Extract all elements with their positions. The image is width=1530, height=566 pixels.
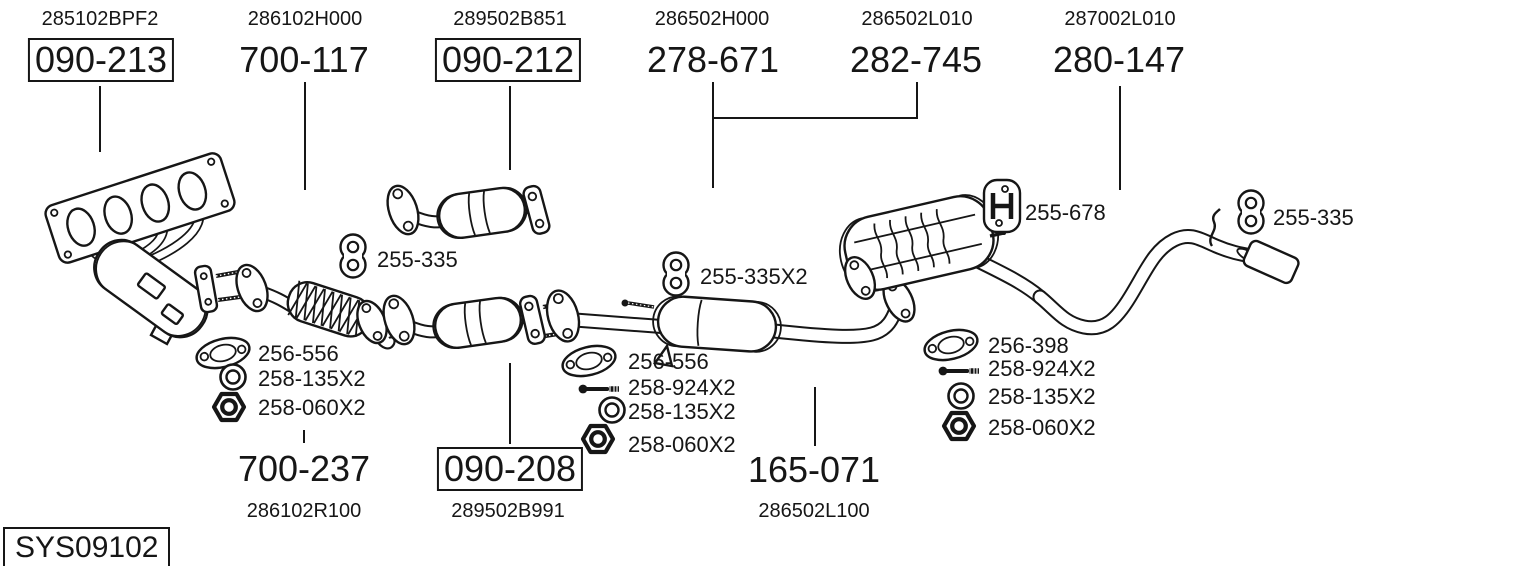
- manifold-catalyst-art: [44, 152, 241, 346]
- hanger-label-2: 255-335X2: [700, 264, 808, 289]
- nut-icon: [214, 394, 244, 420]
- rubber-hanger-icon: [1237, 189, 1265, 235]
- center-muffler-art: [545, 277, 916, 368]
- hanger-label-1: 255-335: [377, 247, 458, 272]
- ring-icon: [219, 363, 247, 391]
- rubber-hanger-icon: [339, 233, 367, 279]
- top-section-4-ref: 286502H000: [654, 8, 770, 30]
- bottom-section-1-code[interactable]: 700-237: [237, 448, 371, 489]
- top-section-3-code[interactable]: 090-212: [434, 38, 582, 83]
- bottom-section-3-ref: 286502L100: [758, 500, 870, 522]
- hardware-left-1: 256-556: [258, 341, 339, 366]
- hardware-right-3: 258-135X2: [988, 384, 1096, 409]
- gasket-icon: [192, 331, 254, 375]
- gasket-icon: [558, 339, 620, 383]
- system-id-badge: SYS09102: [3, 527, 171, 566]
- under-catalyst-art: [382, 294, 571, 349]
- top-section-2-code[interactable]: 700-117: [239, 39, 369, 80]
- hardware-right-1: 256-398: [988, 333, 1069, 358]
- flex-pipe-art: [235, 263, 396, 350]
- top-section-1-code[interactable]: 090-213: [27, 38, 175, 83]
- nut-icon: [583, 426, 613, 452]
- top-section-5-code[interactable]: 282-745: [849, 39, 983, 80]
- top-section-2-ref: 286102H000: [247, 8, 363, 30]
- hardware-center-4: 258-060X2: [628, 432, 736, 457]
- hardware-left-2: 258-135X2: [258, 366, 366, 391]
- h-bracket-icon: [984, 180, 1020, 232]
- hardware-center-1: 256-556: [628, 349, 709, 374]
- bottom-section-2-ref: 289502B991: [451, 500, 565, 522]
- top-section-3-ref: 289502B851: [453, 8, 567, 30]
- top-section-6-ref: 287002L010: [1064, 8, 1176, 30]
- bottom-section-1-ref: 286102R100: [246, 500, 362, 522]
- nut-icon: [944, 413, 974, 439]
- bolt-icon: [579, 385, 619, 394]
- rubber-hanger-icon: [662, 251, 690, 297]
- hardware-center-2: 258-924X2: [628, 375, 736, 400]
- hardware-center-3: 258-135X2: [628, 399, 736, 424]
- bottom-section-3-code[interactable]: 165-071: [747, 449, 881, 490]
- hardware-right-2: 258-924X2: [988, 356, 1096, 381]
- front-catalyst-art: [386, 184, 551, 239]
- top-section-6-code[interactable]: 280-147: [1052, 39, 1186, 80]
- ring-icon: [947, 382, 975, 410]
- tailpipe-art: [1032, 208, 1300, 336]
- leader-lines: [99, 82, 1121, 446]
- hardware-left-3: 258-060X2: [258, 395, 366, 420]
- bottom-section-2-code[interactable]: 090-208: [436, 447, 584, 492]
- top-section-4-code[interactable]: 278-671: [646, 39, 780, 80]
- top-section-5-ref: 286502L010: [861, 8, 973, 30]
- ring-icon: [598, 396, 626, 424]
- top-section-1-ref: 285102BPF2: [41, 8, 159, 30]
- bolt-icon: [939, 367, 979, 376]
- hanger-label-4: 255-335: [1273, 205, 1354, 230]
- hanger-label-3: 255-678: [1025, 200, 1106, 225]
- hardware-right-4: 258-060X2: [988, 415, 1096, 440]
- gasket-icon: [920, 323, 982, 367]
